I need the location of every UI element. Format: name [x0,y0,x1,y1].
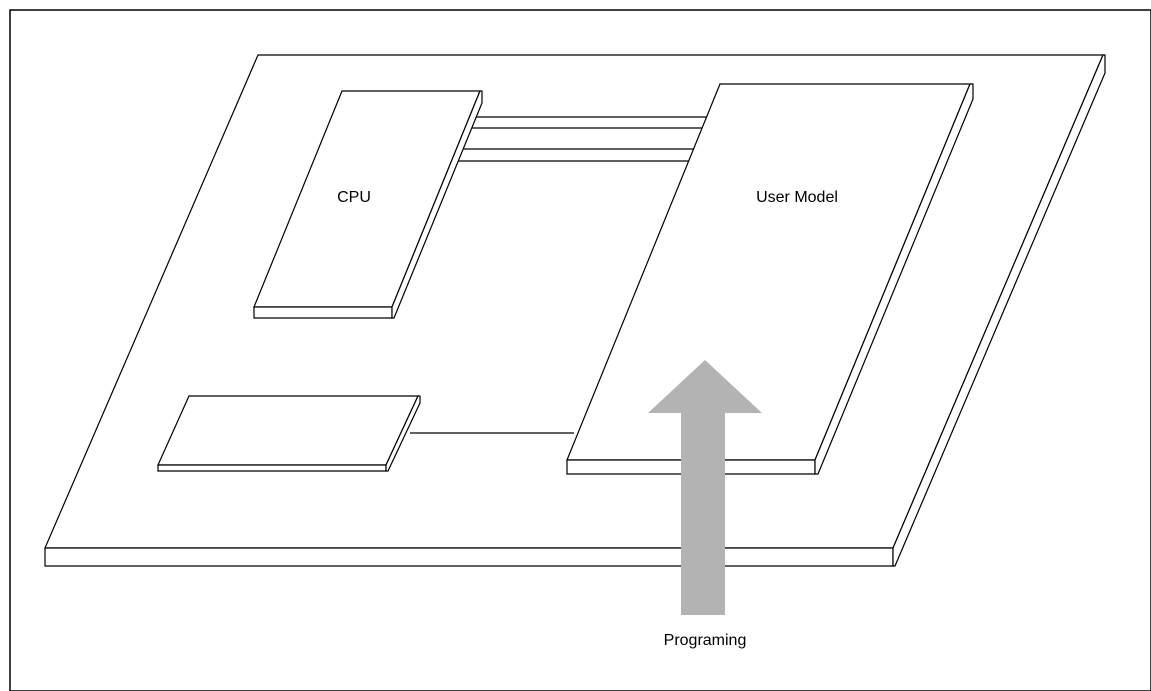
cpu-chip [253,90,483,319]
cpu-label: CPU [337,189,371,206]
small-chip-top [157,395,419,466]
programming-arrow [648,360,762,615]
small-chip-front-edge [157,464,387,472]
programming-label: Programing [664,632,747,649]
main-board-front-edge [44,547,894,567]
cpu-chip-front-edge [253,306,393,319]
user-model-block [566,83,974,475]
main-board-side-edge [892,54,1106,567]
small-chip-side-edge [385,395,421,472]
cpu-chip-side-edge [391,90,483,319]
bus-lines [458,116,710,162]
user-model-label: User Model [756,189,838,206]
small-chip [157,395,421,472]
user-model-side-edge [814,83,974,475]
